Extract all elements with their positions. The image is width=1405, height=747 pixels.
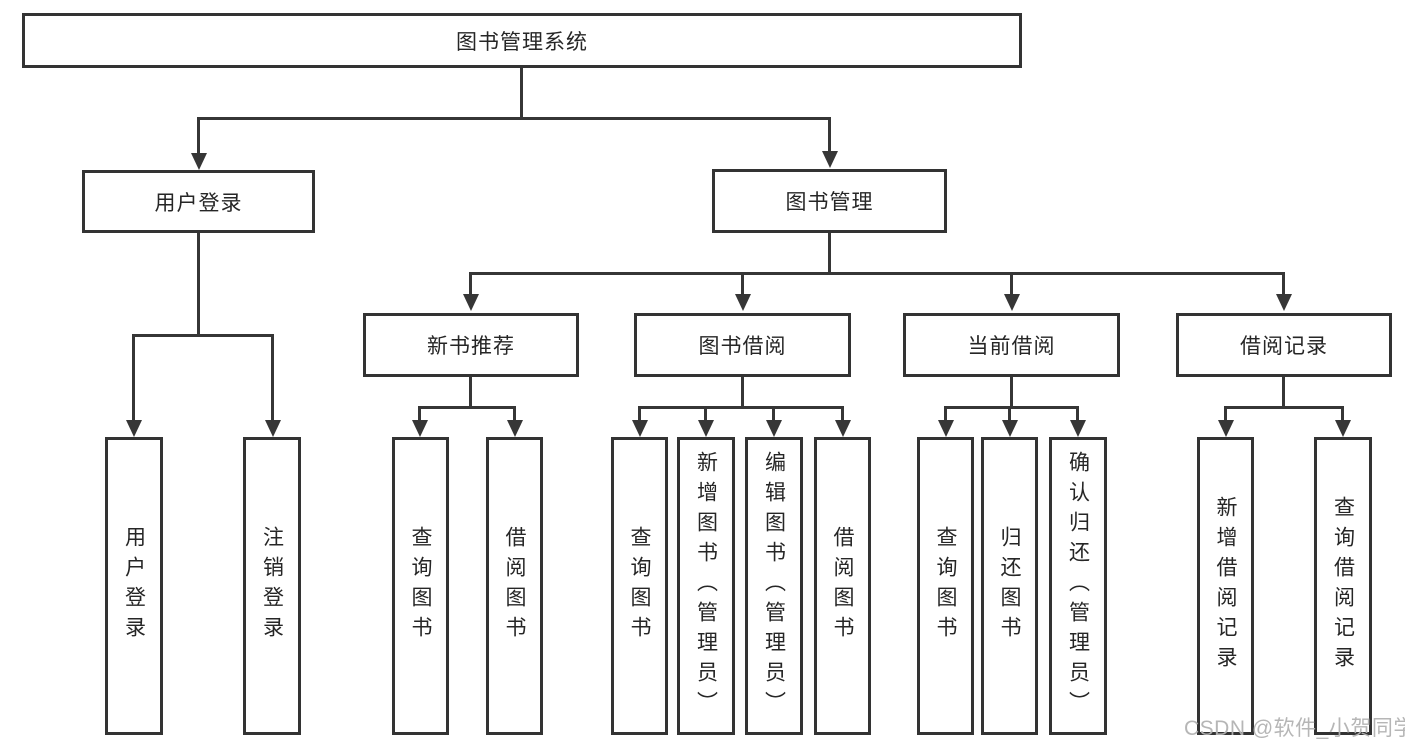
leaf-bb-borrow-books: 借阅图书 [814,437,871,735]
arrow-down-icon [1335,420,1351,437]
leaf-cb-return-books: 归还图书 [981,437,1038,735]
leaf-br-query-borrow-record-label: 查询借阅记录 [1331,496,1355,676]
node-root-label: 图书管理系统 [456,30,588,54]
node-new-book-recommendation: 新书推荐 [363,313,579,377]
leaf-bb-query-books: 查询图书 [611,437,668,735]
node-borrowing-records: 借阅记录 [1176,313,1392,377]
connector-leaf-drop [1008,406,1011,421]
connector-bb-branch [638,406,844,409]
csdn-watermark: CSDN @软件_小贺同学 [1184,717,1405,740]
node-new-book-recommendation-label: 新书推荐 [427,335,515,358]
leaf-nbr-borrow-books-label: 借阅图书 [503,526,526,646]
arrow-down-icon [735,294,751,311]
connector-l3-drop [741,272,744,296]
leaf-cb-query-books-label: 查询图书 [934,526,957,646]
connector-l3-drop [469,272,472,296]
leaf-bb-add-books-admin-label: 新增图书（管理员） [694,451,718,721]
connector-leaf-drop [1076,406,1079,421]
leaf-bb-edit-books-admin-label: 编辑图书（管理员） [762,451,786,721]
arrow-down-icon [822,151,838,168]
arrow-down-icon [766,420,782,437]
connector-user-login-drop [197,117,200,155]
connector-leaf-drop [704,406,707,421]
connector-book-mgmt-drop [828,117,831,153]
arrow-down-icon [698,420,714,437]
arrow-down-icon [1276,294,1292,311]
leaf-nbr-borrow-books: 借阅图书 [486,437,543,735]
connector-nbr-stem [469,377,472,409]
connector-br-branch [1224,406,1344,409]
connector-leaf-drop [271,334,274,421]
connector-root-branch [197,117,831,120]
connector-nbr-branch [418,406,516,409]
leaf-bb-add-books-admin: 新增图书（管理员） [677,437,735,735]
leaf-user-login: 用户登录 [105,437,163,735]
leaf-cb-return-books-label: 归还图书 [998,526,1021,646]
leaf-nbr-query-books: 查询图书 [392,437,449,735]
connector-l3-drop [1010,272,1013,296]
connector-leaf-drop [513,406,516,421]
node-user-login: 用户登录 [82,170,315,233]
connector-l3-drop [1282,272,1285,296]
node-book-management-label: 图书管理 [785,191,874,214]
leaf-cb-confirm-return-admin-label: 确认归还（管理员） [1066,451,1090,721]
arrow-down-icon [126,420,142,437]
leaf-user-login-label: 用户登录 [122,526,146,646]
node-current-borrowing: 当前借阅 [903,313,1120,377]
connector-root-stem [520,67,523,118]
leaf-logout-login: 注销登录 [243,437,301,735]
connector-leaf-drop [1341,406,1344,421]
connector-leaf-drop [638,406,641,421]
arrow-down-icon [507,420,523,437]
leaf-nbr-query-books-label: 查询图书 [409,526,432,646]
node-user-login-label: 用户登录 [154,191,243,215]
connector-book-mgmt-stem [828,233,831,275]
arrow-down-icon [1004,294,1020,311]
connector-leaf-drop [132,334,135,421]
connector-book-mgmt-branch [469,272,1285,275]
connector-user-login-stem [197,233,200,337]
node-borrowing-records-label: 借阅记录 [1240,335,1328,358]
leaf-cb-confirm-return-admin: 确认归还（管理员） [1049,437,1107,735]
leaf-br-query-borrow-record: 查询借阅记录 [1314,437,1372,735]
arrow-down-icon [191,153,207,170]
connector-br-stem [1282,377,1285,409]
leaf-bb-query-books-label: 查询图书 [628,526,651,646]
leaf-bb-borrow-books-label: 借阅图书 [831,526,854,646]
leaf-br-add-borrow-record-label: 新增借阅记录 [1214,496,1237,676]
arrow-down-icon [632,420,648,437]
leaf-logout-login-label: 注销登录 [260,526,284,646]
node-root: 图书管理系统 [22,13,1022,68]
connector-leaf-drop [418,406,421,421]
connector-leaf-drop [944,406,947,421]
connector-leaf-drop [1224,406,1227,421]
node-current-borrowing-label: 当前借阅 [967,335,1056,358]
node-book-borrowing: 图书借阅 [634,313,851,377]
arrow-down-icon [463,294,479,311]
arrow-down-icon [835,420,851,437]
arrow-down-icon [265,420,281,437]
connector-cb-branch [944,406,1079,409]
node-book-borrowing-label: 图书借阅 [698,335,787,358]
arrow-down-icon [938,420,954,437]
arrow-down-icon [412,420,428,437]
node-book-management: 图书管理 [712,169,947,233]
connector-user-login-branch [132,334,273,337]
arrow-down-icon [1070,420,1086,437]
leaf-bb-edit-books-admin: 编辑图书（管理员） [745,437,803,735]
leaf-cb-query-books: 查询图书 [917,437,974,735]
connector-cb-stem [1010,377,1013,409]
arrow-down-icon [1218,420,1234,437]
arrow-down-icon [1002,420,1018,437]
leaf-br-add-borrow-record: 新增借阅记录 [1197,437,1254,735]
connector-bb-stem [741,377,744,409]
connector-leaf-drop [772,406,775,421]
connector-leaf-drop [841,406,844,421]
